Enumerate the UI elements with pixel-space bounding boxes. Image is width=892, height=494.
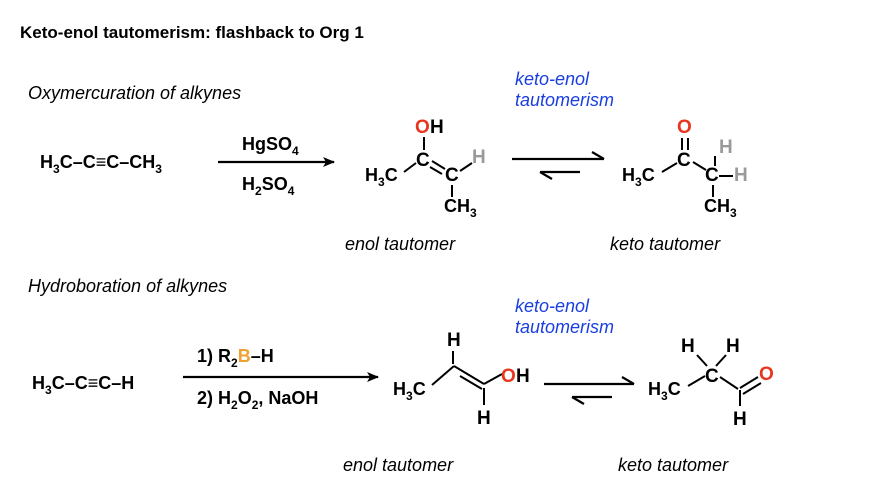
tautomerism-label: keto-enol <box>515 69 590 89</box>
svg-text:O: O <box>415 117 430 138</box>
svg-text:H: H <box>734 165 748 186</box>
svg-text:O: O <box>759 364 774 385</box>
hydroboration-heading: Hydroboration of alkynes <box>28 276 227 296</box>
svg-text:CH3: CH3 <box>444 196 477 220</box>
svg-text:H: H <box>430 117 444 138</box>
enol-caption: enol tautomer <box>343 455 454 475</box>
svg-text:C: C <box>677 150 691 171</box>
svg-text:H: H <box>516 366 530 387</box>
svg-text:H: H <box>447 330 461 351</box>
reagent-peroxide: 2) H2O2, NaOH <box>197 388 318 412</box>
tautomerism-label: keto-enol <box>515 296 590 316</box>
svg-text:H3C: H3C <box>365 165 398 189</box>
svg-text:H3C: H3C <box>393 379 426 403</box>
tautomerism-label: tautomerism <box>515 90 614 110</box>
svg-text:H: H <box>477 408 491 429</box>
enol-structure: H H3C O H H <box>393 330 530 429</box>
propyne-reactant: H3C–C≡C–H <box>32 373 134 397</box>
reagent-borane: 1) R2B–H <box>197 346 274 370</box>
svg-text:C: C <box>705 366 719 387</box>
reagent-hgso4: HgSO4 <box>242 134 299 158</box>
svg-text:H: H <box>681 336 695 357</box>
enol-caption: enol tautomer <box>345 234 456 254</box>
enol-structure: O H C H3C C H CH3 <box>365 117 486 220</box>
equilibrium-arrows <box>512 151 605 180</box>
keto-caption: keto tautomer <box>610 234 721 254</box>
svg-text:C: C <box>705 165 719 186</box>
equilibrium-arrows <box>544 376 635 405</box>
keto-structure: O C H3C C H H CH3 <box>622 117 748 220</box>
page-title: Keto-enol tautomerism: flashback to Org … <box>20 23 364 42</box>
svg-text:O: O <box>677 117 692 138</box>
svg-text:CH3: CH3 <box>704 196 737 220</box>
svg-text:H3C–C≡C–H: H3C–C≡C–H <box>32 373 134 397</box>
svg-text:H3C: H3C <box>622 165 655 189</box>
svg-text:C: C <box>416 150 430 171</box>
keto-structure: H H C H3C O H <box>648 336 774 430</box>
svg-text:C: C <box>445 165 459 186</box>
svg-text:H: H <box>719 137 733 158</box>
tautomerism-label: tautomerism <box>515 317 614 337</box>
svg-text:H: H <box>472 147 486 168</box>
svg-text:H: H <box>733 409 747 430</box>
reagent-h2so4: H2SO4 <box>242 174 295 198</box>
svg-text:H: H <box>726 336 740 357</box>
keto-caption: keto tautomer <box>618 455 729 475</box>
svg-text:H3C: H3C <box>648 379 681 403</box>
svg-text:O: O <box>501 366 516 387</box>
oxymercuration-heading: Oxymercuration of alkynes <box>28 83 241 103</box>
svg-text:H3C–C≡C–CH3: H3C–C≡C–CH3 <box>40 152 162 176</box>
butyne-reactant: H3C–C≡C–CH3 <box>40 152 162 176</box>
